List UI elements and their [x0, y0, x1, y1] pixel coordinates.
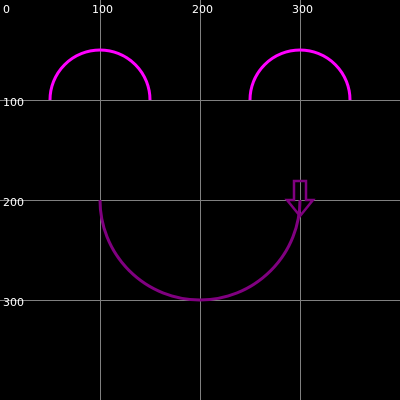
mouth-arc: [98, 199, 302, 302]
mouth-arrow-icon: [284, 179, 316, 218]
label-x-100: 100: [92, 3, 113, 16]
axis-labels: 0 100 200 300 100 200 300: [3, 3, 313, 309]
right-eye-arc: [248, 48, 352, 101]
label-x-300: 300: [292, 3, 313, 16]
label-y-200: 200: [3, 196, 24, 209]
left-eye-arc: [48, 48, 152, 101]
label-y-300: 300: [3, 296, 24, 309]
label-x-200: 200: [192, 3, 213, 16]
label-y-100: 100: [3, 96, 24, 109]
label-origin: 0: [3, 3, 10, 16]
